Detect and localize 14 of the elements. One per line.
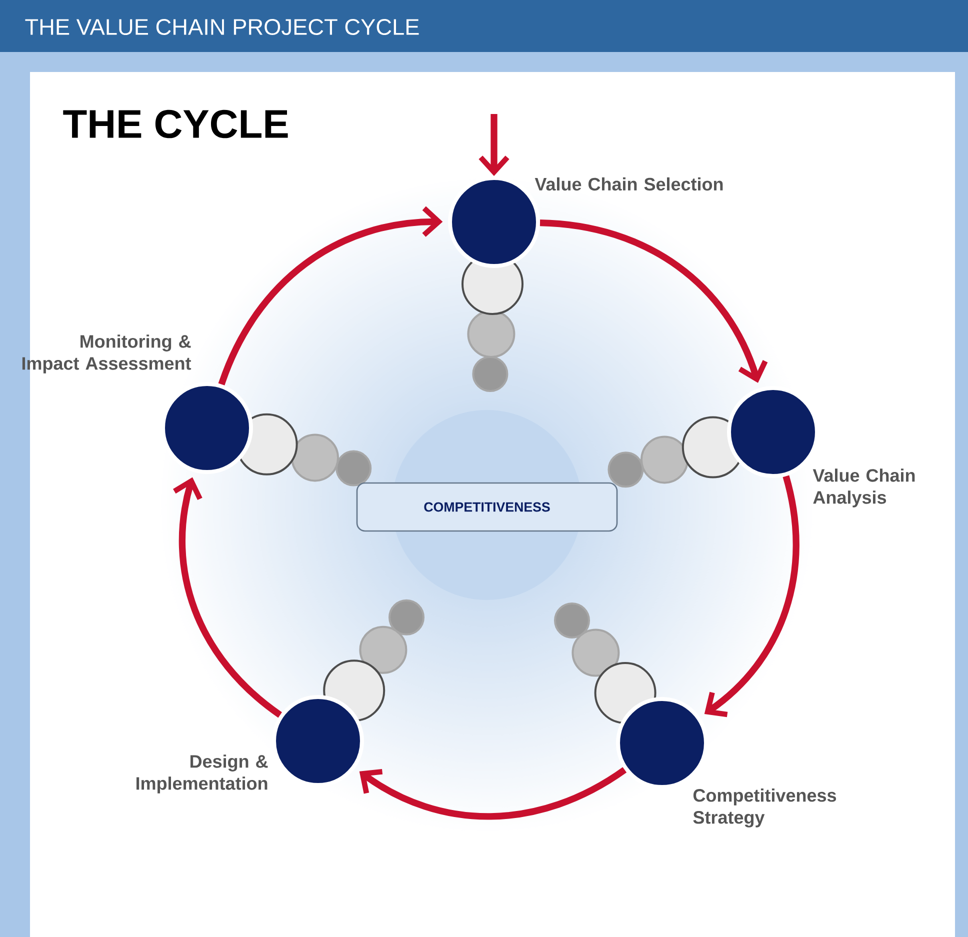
stage-label: Monitoring & Impact Assessment [22, 334, 192, 374]
cycle-arrow [218, 206, 443, 386]
stage-label: Value Chain Selection [534, 177, 723, 191]
entry-arrow [478, 114, 510, 176]
cycle-arrow [173, 477, 282, 718]
cycle-arrow [540, 219, 768, 383]
cycle-arrow [359, 767, 626, 820]
cycle-arrow [704, 475, 800, 718]
header-bar: THE VALUE CHAIN PROJECT CYCLE [0, 0, 968, 52]
core-label: COMPETITIVENESS [356, 482, 618, 532]
stage-label: Design & Implementation [136, 754, 268, 794]
stage-label: Value Chain Analysis [812, 468, 915, 508]
heading: THE CYCLE [63, 110, 288, 138]
stage-label: Competitiveness Strategy [693, 788, 836, 828]
